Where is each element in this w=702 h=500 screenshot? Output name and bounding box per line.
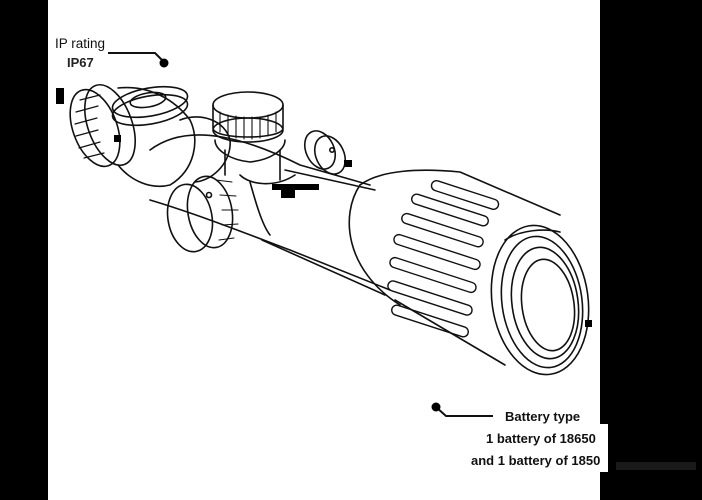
redaction-mark — [114, 135, 121, 142]
battery-type-anchor-dot — [431, 402, 441, 412]
battery-type-line-1: 1 battery of 18650 — [486, 431, 596, 446]
redaction-mark — [344, 160, 352, 167]
redaction-mark — [56, 88, 64, 104]
ip-rating-title: IP rating — [55, 36, 106, 51]
ip-rating-leader — [108, 52, 165, 63]
redaction-mark — [272, 184, 319, 190]
battery-type-line-2: and 1 battery of 1850 — [471, 453, 601, 468]
redaction-mark — [585, 320, 592, 327]
battery-type-leader — [435, 406, 493, 417]
canvas-edge-patch — [600, 424, 608, 472]
battery-type-title: Battery type — [505, 409, 581, 424]
ip-rating-value: IP67 — [67, 55, 94, 70]
redaction-bar — [616, 462, 696, 470]
diagram-canvas — [48, 0, 600, 500]
redaction-mark — [281, 190, 295, 198]
ip-rating-anchor-dot — [159, 58, 169, 68]
